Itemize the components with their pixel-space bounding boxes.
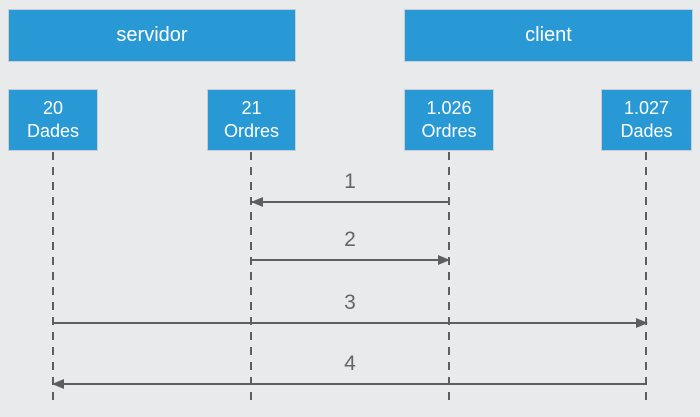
port-box-20-dades: 20 Dades	[8, 89, 98, 151]
port-number: 1.026	[426, 98, 472, 118]
port-box-1027-dades: 1.027 Dades	[601, 89, 692, 151]
port-number: 20	[42, 98, 64, 118]
lifeline-1026-ordres	[448, 152, 450, 405]
message-label-2: 2	[344, 228, 356, 251]
message-label-3: 3	[344, 291, 356, 314]
actor-header-servidor: servidor	[8, 9, 296, 62]
port-number: 21	[241, 98, 262, 118]
lifeline-20-dades	[52, 152, 54, 405]
message-arrow-1	[251, 197, 449, 207]
arrowhead-right-icon	[438, 255, 450, 265]
message-label-1: 1	[344, 170, 356, 193]
lifeline-1027-dades	[645, 152, 647, 405]
actor-header-client: client	[404, 9, 693, 62]
lifeline-21-ordres	[250, 152, 252, 405]
arrowhead-left-icon	[52, 379, 64, 389]
message-arrow-4	[52, 379, 647, 389]
message-label-4: 4	[344, 352, 356, 375]
actor-label-servidor: servidor	[116, 24, 188, 46]
port-name: Ordres	[421, 121, 477, 141]
arrowhead-right-icon	[636, 318, 648, 328]
port-box-1026-ordres: 1.026 Ordres	[404, 89, 494, 151]
port-box-21-ordres: 21 Ordres	[207, 89, 296, 151]
port-name: Dades	[26, 121, 80, 141]
port-name: Dades	[620, 121, 673, 141]
port-name: Ordres	[223, 121, 279, 141]
arrowhead-left-icon	[251, 197, 263, 207]
actor-label-client: client	[525, 24, 572, 46]
message-arrow-2	[252, 255, 450, 265]
message-arrow-3	[53, 318, 648, 328]
port-number: 1.027	[623, 98, 670, 118]
